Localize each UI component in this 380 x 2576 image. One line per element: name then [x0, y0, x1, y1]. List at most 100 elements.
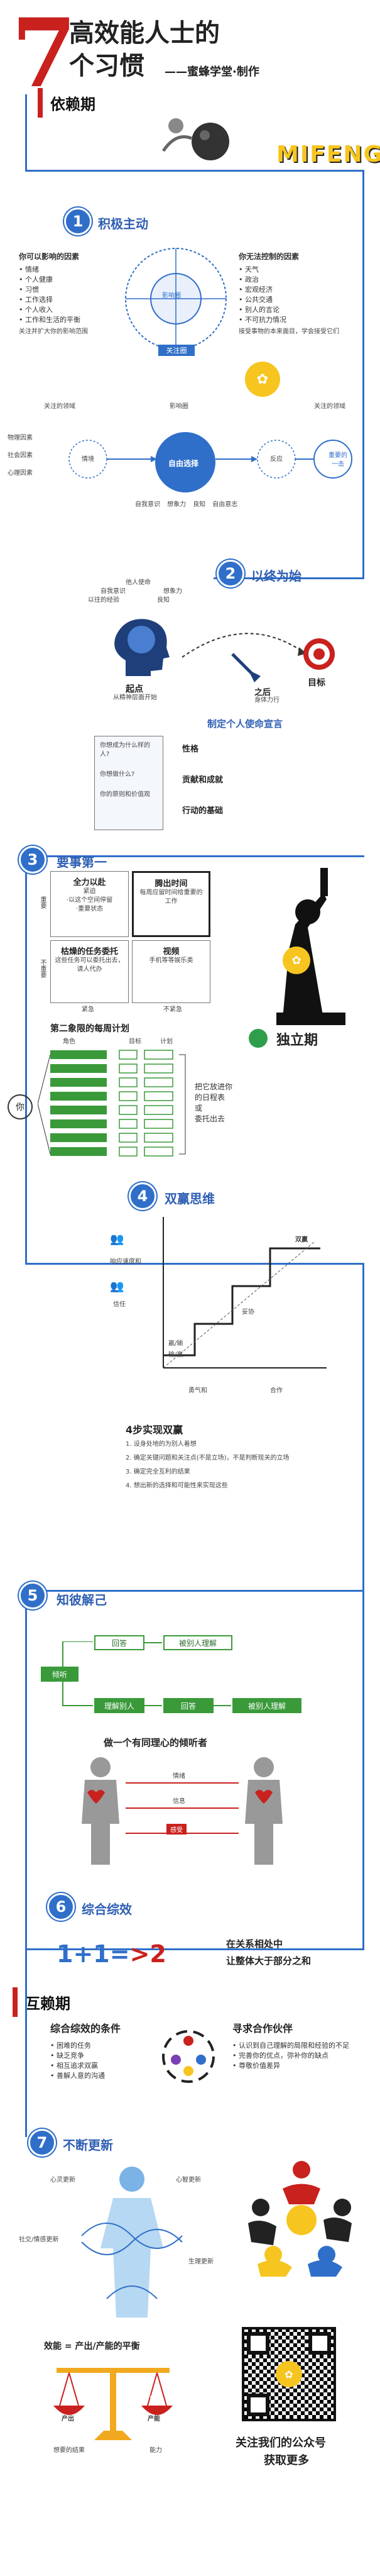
- question: 你的原则和价值观: [100, 791, 150, 798]
- habit-3-badge: 3: [19, 846, 46, 874]
- stair-win-win: 双赢: [295, 1236, 308, 1243]
- timeline-line: [25, 170, 364, 172]
- brain-head-icon: [114, 619, 170, 676]
- partner-item: 尊敬价值差异: [232, 2061, 358, 2071]
- quadrant-4: 视频 手机等等娱乐类: [132, 940, 210, 1003]
- left-item: 个人健康: [19, 275, 119, 285]
- start-label: 起点: [126, 684, 143, 694]
- q2-title: 腾出时间: [155, 879, 188, 889]
- x-cooperation: 合作: [270, 1387, 283, 1394]
- partner-title: 寻求合作伙伴: [232, 2023, 293, 2035]
- listen-box: 倾听: [41, 1667, 79, 1682]
- left-list: 情绪 个人健康 习惯 工作选择 个人收入 工作和生活的平衡: [19, 265, 119, 325]
- choice-tag: 自由意志: [212, 501, 238, 508]
- q1-sub: 紧迫 ·以这个空间停留 ·重要状态: [66, 888, 113, 913]
- cond-item: 善解人意的沟通: [50, 2071, 151, 2081]
- plan-note-line: 的日程表: [195, 1093, 225, 1102]
- timeline-line: [25, 855, 27, 1264]
- right-item: 别人的言论: [239, 305, 358, 315]
- plan-col-role: 角色: [63, 1038, 75, 1045]
- after-label: 之后: [254, 688, 271, 697]
- dim-mental: 心智更新: [176, 2177, 201, 2184]
- q3-title: 枯燥的任务委托: [60, 947, 118, 957]
- timeline-line: [362, 170, 364, 579]
- flow-understand-others: 理解别人: [94, 1698, 144, 1713]
- flow-answer-bottom: 回答: [163, 1698, 214, 1713]
- timeline-line: [362, 1590, 364, 1948]
- timeline-line: [214, 577, 364, 579]
- answer: 行动的基础: [182, 806, 224, 816]
- left-item: 习惯: [19, 285, 119, 295]
- influence-left-panel: 你可以影响的因素 情绪 个人健康 习惯 工作选择 个人收入 工作和生活的平衡 关…: [19, 252, 119, 336]
- choice-tags: 自我意识 想象力 良知 自由意志: [135, 497, 261, 509]
- left-item: 工作和生活的平衡: [19, 315, 119, 325]
- timeline-line: [25, 1590, 27, 1948]
- goal-label: 目标: [308, 678, 325, 688]
- habit-1-title: 积极主动: [98, 216, 148, 231]
- dim-social: 社交/情感更新: [19, 2236, 59, 2243]
- pc-label: PC: [149, 2395, 163, 2405]
- brand-logo: MIFENG: [276, 142, 380, 167]
- choice-tag: 良知: [193, 501, 206, 508]
- mission-answers: 性格 贡献和成就 行动的基础: [182, 742, 308, 816]
- target-icon: [303, 638, 335, 670]
- stimulus-response-diagram: [68, 432, 352, 492]
- axis-not-urgent: 不紧急: [163, 1006, 182, 1013]
- flow-answer-top: 回答: [94, 1635, 144, 1650]
- x-courage: 勇气和: [188, 1387, 207, 1394]
- flow-understood-bottom: 被别人理解: [232, 1698, 301, 1713]
- influence-circle-label: 影响圈: [162, 292, 181, 299]
- equation-note-2: 让整体大于部分之和: [226, 1955, 312, 1967]
- right-item: 天气: [239, 265, 358, 275]
- balance-scale-icon: [53, 2368, 173, 2440]
- weekly-plan-title: 第二象限的每周计划: [50, 1024, 129, 1034]
- choice-tag: 自我意识: [135, 501, 160, 508]
- right-title: 你无法控制的因素: [239, 252, 300, 261]
- capacity-label: 产能: [148, 2416, 160, 2423]
- circle-of-influence-diagram: [125, 248, 227, 350]
- trust-label: 信任: [113, 1301, 126, 1308]
- mission-questions-box: 你想成为什么样的人? 你想做什么? 你的原则和价值观: [94, 736, 163, 830]
- timeline-line: [362, 1263, 364, 1590]
- listen-flow-arrows: [62, 1641, 231, 1706]
- title-line-1: 高效能人士的: [69, 19, 220, 48]
- stair-compromise: 妥协: [242, 1309, 254, 1316]
- timeline-line: [25, 1590, 364, 1592]
- you-circle: 你: [8, 1094, 33, 1119]
- equation-note: 在关系相处中 让整体大于部分之和: [226, 1937, 311, 1967]
- human-figure-dna-icon: [81, 2167, 183, 2318]
- partner-item: 认识到自己理解的局限和经验的不足: [232, 2041, 358, 2051]
- flow-understood-top: 被别人理解: [163, 1635, 232, 1650]
- q4-title: 视频: [163, 947, 180, 957]
- question: 你想成为什么样的人?: [100, 742, 150, 758]
- factor: 社会因素: [8, 452, 33, 459]
- left-item: 工作选择: [19, 295, 119, 305]
- qr-caption-2: 获取更多: [264, 2454, 309, 2467]
- bee-logo-icon: ✿: [245, 362, 280, 397]
- partner-panel: 寻求合作伙伴 认识到自己理解的局限和经验的不足 完善你的优点，弥补你的缺点 尊敬…: [232, 2022, 358, 2071]
- result-label: 重要的一击: [328, 452, 347, 468]
- qr-code[interactable]: ✿: [242, 2327, 336, 2421]
- plan-col-plan: 计划: [160, 1038, 173, 1045]
- shovel-icon: [231, 653, 261, 682]
- cond-item: 困难的任务: [50, 2041, 151, 2051]
- header: 7 高效能人士的 个习惯 ——蜜蜂学堂·制作: [0, 0, 380, 160]
- response-label: 反应: [270, 456, 283, 463]
- plan-note-line: 或: [195, 1104, 203, 1113]
- subtitle: ——蜜蜂学堂·制作: [165, 65, 259, 79]
- qr-caption-1: 关注我们的公众号: [236, 2436, 326, 2450]
- quadrant-1: 全力以赴 紧迫 ·以这个空间停留 ·重要状态: [50, 871, 129, 937]
- right-item: 公共交通: [239, 295, 358, 305]
- equation-left: 1+1=: [57, 1940, 130, 1968]
- phase-dependence: 依赖期: [38, 88, 103, 118]
- question: 你想做什么?: [100, 771, 135, 778]
- qr-finder: [247, 2332, 269, 2355]
- timeline-line: [25, 1948, 27, 2137]
- after-sub: 身体力行: [254, 697, 280, 704]
- head-tag: 良知: [157, 597, 170, 604]
- phase-independence: 独立期: [276, 1033, 318, 1048]
- habit-2-badge: 2: [217, 560, 244, 587]
- q3-sub: 这些任务可以委托出去，请人代办: [55, 957, 124, 973]
- qr-finder: [247, 2394, 269, 2416]
- habit-7-badge: 7: [28, 2129, 56, 2157]
